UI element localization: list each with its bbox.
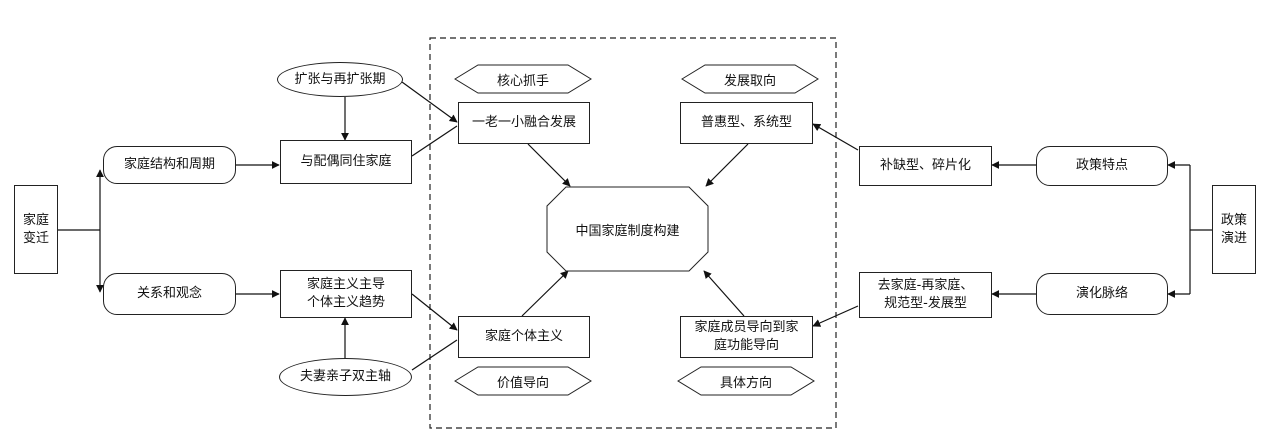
node-structure-cycle: 家庭结构和周期: [103, 146, 236, 184]
node-familism-trend: 家庭主义主导 个体主义趋势: [280, 270, 412, 318]
connector-line: [527, 143, 571, 187]
connector-line: [521, 270, 569, 317]
diamond-direction-label: 发展取向: [723, 73, 776, 89]
node-integration: 一老一小融合发展: [458, 102, 590, 144]
diamond-value-label: 价值导向: [496, 375, 549, 391]
diamond-direction: 发展取向: [680, 64, 820, 94]
node-expansion-period: 扩张与再扩张期: [277, 62, 403, 97]
node-member-to-function: 家庭成员导向到家 庭功能导向: [680, 316, 813, 358]
node-center-system: 中国家庭制度构建: [546, 186, 709, 272]
node-policy-features: 政策特点: [1036, 146, 1168, 186]
connector-line: [411, 125, 458, 157]
node-family-change: 家庭 变迁: [14, 185, 58, 274]
center-label: 中国家庭制度构建: [575, 223, 680, 239]
node-supplement-fragment: 补缺型、碎片化: [859, 146, 992, 186]
connector-line: [703, 270, 745, 317]
dashed-frame: [429, 37, 837, 429]
node-universal-systematic: 普惠型、系统型: [680, 102, 813, 144]
node-family-individualism: 家庭个体主义: [458, 316, 590, 358]
node-dual-axis: 夫妻亲子双主轴: [279, 358, 412, 396]
connector-line: [812, 123, 859, 151]
diamond-core-label: 核心抓手: [496, 73, 549, 89]
node-policy-evolution: 政策 演进: [1212, 185, 1256, 274]
diamond-specific-label: 具体方向: [719, 375, 772, 391]
diamond-core: 核心抓手: [453, 64, 593, 94]
connector-line: [411, 339, 458, 371]
node-evolution-path: 演化脉络: [1036, 273, 1168, 315]
connector-line: [812, 305, 859, 327]
connector-line: [705, 143, 749, 187]
node-relation-concept: 关系和观念: [103, 273, 236, 315]
diamond-value: 价值导向: [453, 366, 593, 396]
node-spouse-cohabit: 与配偶同住家庭: [280, 140, 412, 184]
node-defamily-refamily: 去家庭-再家庭、 规范型-发展型: [859, 272, 992, 318]
connector-line: [401, 81, 458, 123]
connector-line: [411, 293, 458, 331]
diamond-specific: 具体方向: [676, 366, 816, 396]
